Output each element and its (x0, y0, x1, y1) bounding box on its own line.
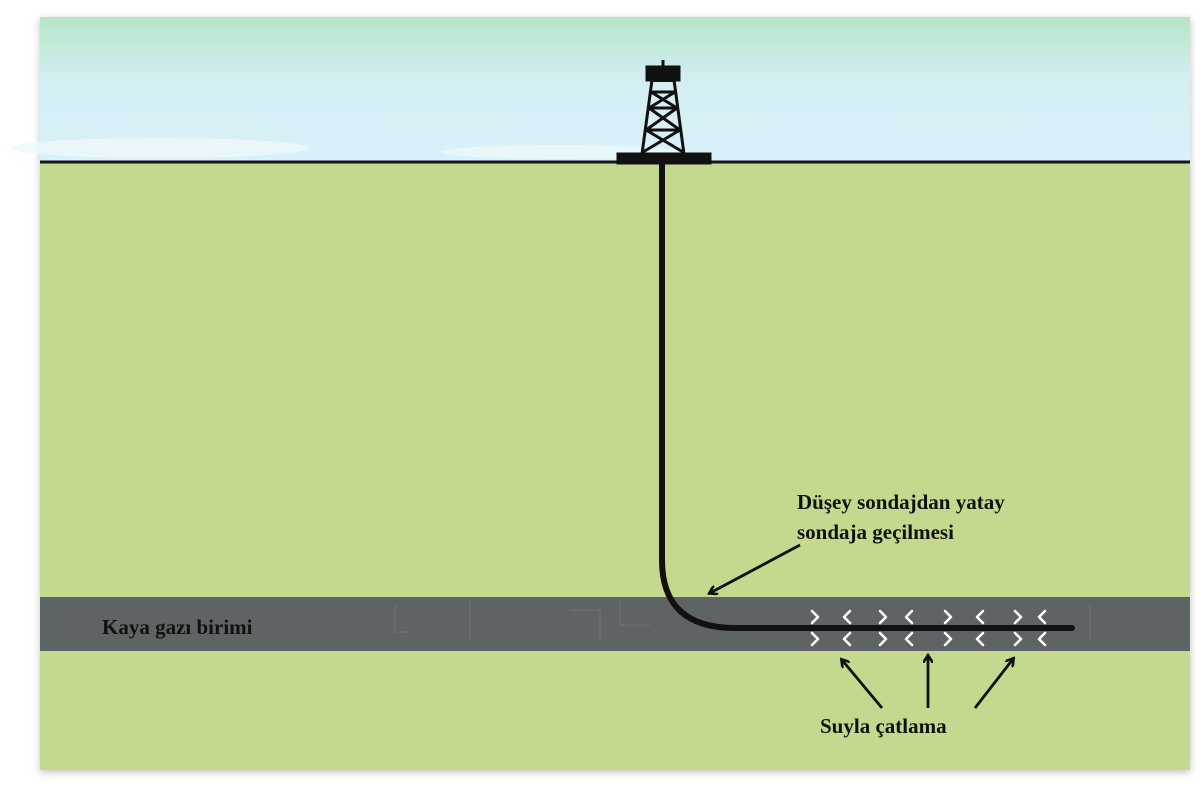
shale-gas-layer (40, 597, 1190, 651)
ground (40, 163, 1190, 770)
transition-label-line2: sondaja geçilmesi (797, 520, 954, 544)
cloud (10, 138, 310, 158)
fracture-mark (878, 631, 888, 647)
fracturing-label: Suyla çatlama (820, 714, 947, 738)
fracture-mark (975, 631, 985, 647)
fracture-mark (878, 609, 888, 625)
shale-layer-texture (394, 600, 1091, 640)
fracturing-arrow (973, 659, 1013, 709)
fracture-mark (943, 609, 953, 625)
fracture-mark (943, 631, 953, 647)
fracture-mark (810, 631, 820, 647)
fracturing-arrow (842, 660, 884, 709)
fracture-marks (810, 609, 1047, 647)
fracture-mark (904, 609, 914, 625)
fracture-mark (842, 631, 852, 647)
transition-arrow (710, 543, 801, 593)
well-bore (659, 159, 1075, 631)
fracture-mark (975, 609, 985, 625)
fracture-mark (1037, 609, 1047, 625)
fracture-mark (1013, 609, 1023, 625)
fracture-mark (1013, 631, 1023, 647)
shale-unit-label: Kaya gazı birimi (102, 615, 253, 639)
transition-label-line1: Düşey sondajdan yatay (797, 490, 1005, 514)
sky (40, 17, 1190, 163)
fracture-mark (810, 609, 820, 625)
fracture-mark (1037, 631, 1047, 647)
fracture-mark (842, 609, 852, 625)
fracture-mark (904, 631, 914, 647)
